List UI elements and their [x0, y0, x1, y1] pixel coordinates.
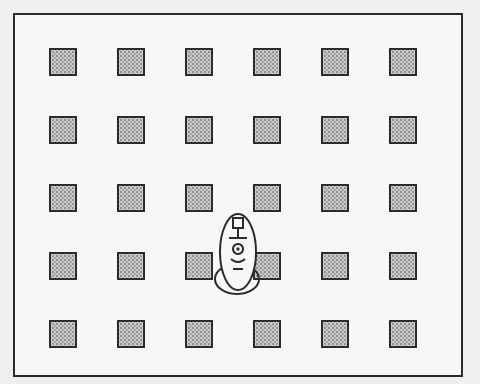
grid-square-icon: [253, 184, 281, 212]
grid-square-icon: [49, 320, 77, 348]
grid-square-icon: [321, 184, 349, 212]
grid-square-icon: [49, 116, 77, 144]
grid-square-icon: [185, 116, 213, 144]
grid-square-icon: [253, 48, 281, 76]
grid-square-icon: [185, 48, 213, 76]
grid-square-icon: [389, 252, 417, 280]
grid-square-icon: [321, 320, 349, 348]
tile-grid: [15, 15, 461, 375]
grid-square-icon: [117, 320, 145, 348]
grid-square-icon: [185, 184, 213, 212]
grid-square-icon: [49, 184, 77, 212]
game-board: [13, 13, 463, 377]
grid-square-icon: [253, 320, 281, 348]
grid-square-icon: [185, 252, 213, 280]
grid-square-icon: [185, 320, 213, 348]
grid-square-icon: [117, 252, 145, 280]
grid-square-icon: [389, 320, 417, 348]
grid-square-icon: [253, 252, 281, 280]
grid-square-icon: [389, 184, 417, 212]
grid-square-icon: [117, 48, 145, 76]
grid-square-icon: [117, 116, 145, 144]
grid-square-icon: [389, 48, 417, 76]
grid-square-icon: [117, 184, 145, 212]
grid-square-icon: [49, 252, 77, 280]
grid-square-icon: [49, 48, 77, 76]
grid-square-icon: [321, 116, 349, 144]
grid-square-icon: [321, 252, 349, 280]
grid-square-icon: [389, 116, 417, 144]
grid-square-icon: [321, 48, 349, 76]
grid-square-icon: [253, 116, 281, 144]
